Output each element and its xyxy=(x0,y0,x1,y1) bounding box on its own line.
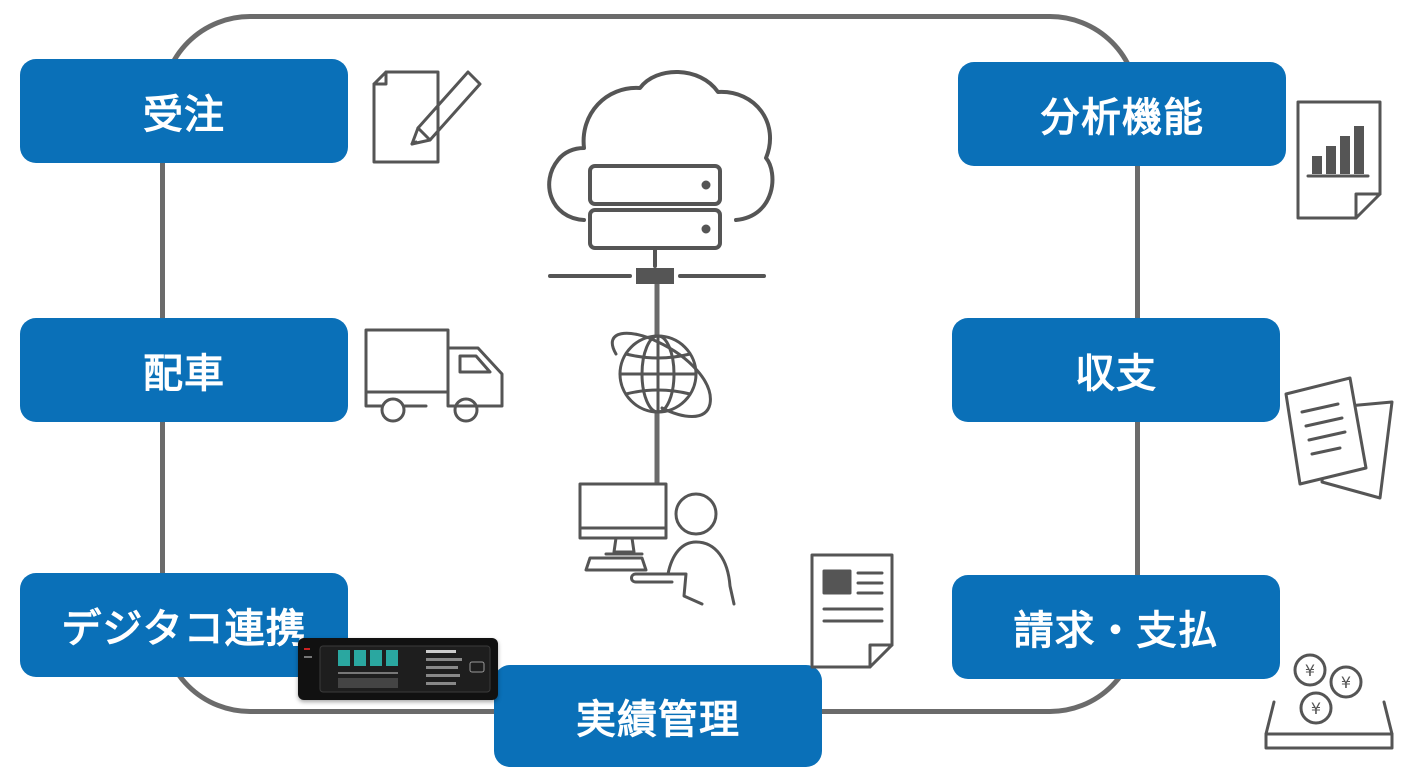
bar-chart-document-icon xyxy=(1296,100,1382,220)
device-screen-graphic xyxy=(304,645,491,693)
analysis-label: 分析機能 xyxy=(1040,95,1204,141)
svg-text:¥: ¥ xyxy=(1305,661,1315,680)
cloud-server-icon xyxy=(547,70,775,284)
documents-icon xyxy=(1284,376,1394,500)
dispatch-box: 配車 xyxy=(20,318,348,422)
balance-box: 収支 xyxy=(952,318,1280,422)
digitaco-box: デジタコ連携 xyxy=(20,573,348,677)
billing-box: 請求・支払 xyxy=(952,575,1280,679)
balance-label: 収支 xyxy=(1075,351,1157,397)
truck-icon xyxy=(364,328,504,423)
svg-text:¥: ¥ xyxy=(1311,699,1321,718)
order-box: 受注 xyxy=(20,59,348,163)
digital-tachograph-device-icon xyxy=(298,638,498,700)
results-box: 実績管理 xyxy=(494,665,822,767)
svg-text:¥: ¥ xyxy=(1341,673,1351,692)
yen-coins-tray-icon: ¥ ¥ ¥ xyxy=(1264,653,1394,750)
results-label: 実績管理 xyxy=(576,697,740,743)
report-document-icon xyxy=(810,553,894,669)
dispatch-label: 配車 xyxy=(143,351,225,397)
billing-label: 請求・支払 xyxy=(1013,608,1219,654)
user-computer-icon xyxy=(578,482,736,606)
digitaco-label: デジタコ連携 xyxy=(61,606,307,652)
analysis-box: 分析機能 xyxy=(958,62,1286,166)
globe-network-icon xyxy=(610,331,712,418)
document-pencil-icon xyxy=(372,70,482,164)
order-label: 受注 xyxy=(143,92,225,138)
